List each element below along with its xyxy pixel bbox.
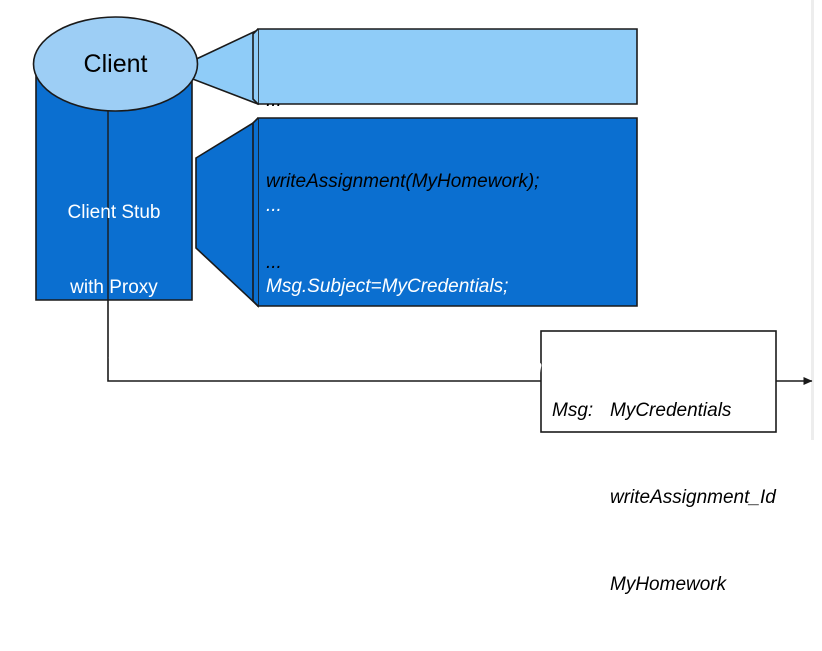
message-value: MyHomework bbox=[610, 574, 727, 595]
code-line: ... bbox=[266, 600, 282, 621]
callout-application-code bbox=[189, 28, 638, 106]
message-box bbox=[540, 330, 777, 433]
message-row: writeAssignment_Id bbox=[552, 483, 776, 512]
client-ellipse bbox=[32, 16, 199, 112]
stub-to-message-connector bbox=[107, 300, 541, 382]
diagram-canvas bbox=[32, 0, 814, 440]
callout-stub-code bbox=[195, 117, 638, 308]
message-value: writeAssignment_Id bbox=[610, 487, 776, 508]
message-row: MyHomework bbox=[552, 570, 776, 599]
code-line: send(Server, Msg); bbox=[266, 519, 427, 540]
